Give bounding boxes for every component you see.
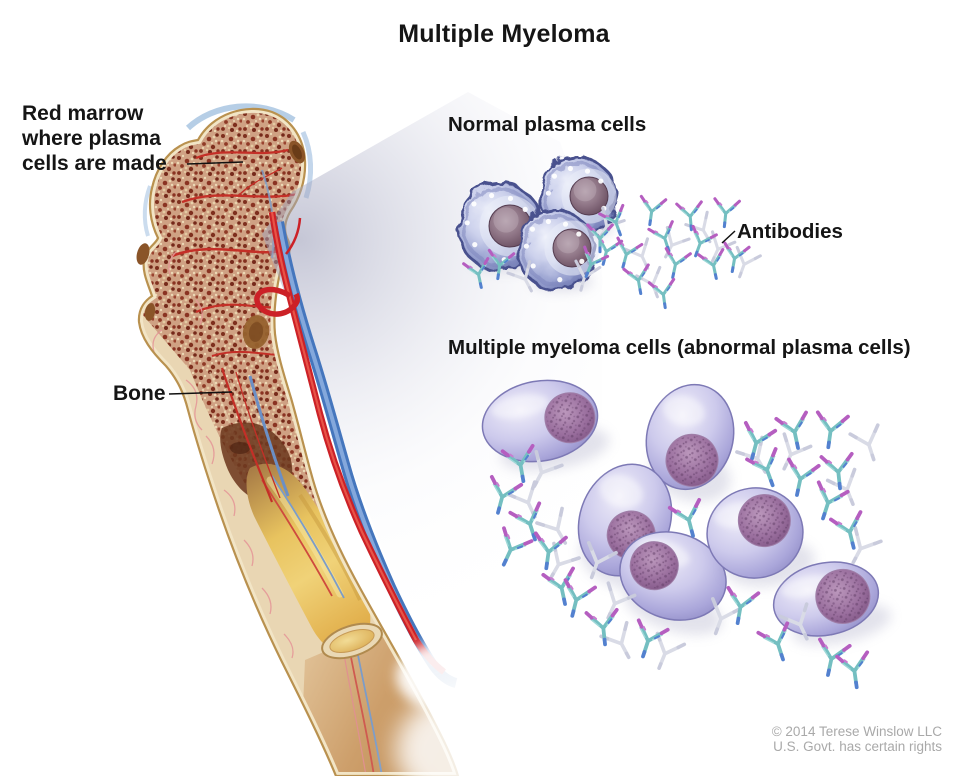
leader-lines: [168, 161, 736, 395]
antibody-icon: [835, 650, 874, 692]
antibody-icon: [636, 194, 668, 228]
antibody-icon: [710, 197, 741, 230]
antibody-icon: [829, 510, 871, 554]
antibody-icon: [675, 200, 706, 233]
bone-brown-patches: [136, 140, 306, 321]
credit-line2: U.S. Govt. has certain rights: [773, 739, 942, 754]
bone-cut-face: [321, 622, 383, 660]
red-marrow-label-line2: where plasma: [22, 127, 161, 150]
red-marrow-label-line3: cells are made: [22, 152, 167, 175]
yellow-marrow-region: [246, 463, 371, 653]
plasma-cell: [516, 208, 600, 292]
capillaries: [152, 251, 294, 659]
antibody-icon: [811, 637, 852, 681]
myeloma-cell: [619, 531, 727, 635]
antibody-icon: [848, 423, 890, 466]
antibody-icon: [811, 410, 850, 452]
antibodies-leader-line: [721, 230, 736, 244]
marrow-blood-vessels: [171, 148, 299, 503]
myeloma-cell: [772, 561, 892, 645]
normal-plasma-cells-group: [456, 155, 618, 292]
red-marrow-leader-line: [186, 161, 244, 165]
cell-nucleus: [552, 228, 592, 268]
myeloma-cell: [481, 379, 610, 471]
antibody-icon: [659, 247, 692, 282]
bone-leader-line: [168, 391, 233, 395]
antibody-icon: [599, 620, 644, 666]
cell-nucleus: [569, 176, 609, 216]
bone-label: Bone: [113, 382, 166, 405]
antibody-icon: [774, 410, 815, 454]
figure-title: Multiple Myeloma: [398, 20, 610, 48]
normal-cells-heading: Normal plasma cells: [448, 113, 647, 136]
antibody-icon: [825, 467, 869, 512]
myeloma-cell: [706, 487, 815, 587]
myeloma-cells-heading: Multiple myeloma cells (abnormal plasma …: [448, 336, 911, 359]
antibodies-label: Antibodies: [737, 220, 843, 243]
red-marrow-label-line1: Red marrow: [22, 102, 144, 125]
myeloma-cell: [645, 383, 735, 502]
copyright-credit: © 2014 Terese Winslow LLC U.S. Govt. has…: [772, 724, 942, 754]
artery: [254, 211, 446, 675]
credit-line1: © 2014 Terese Winslow LLC: [771, 724, 942, 739]
antibody-icon: [769, 432, 813, 477]
antibody-icon: [647, 220, 683, 257]
antibody-icon: [622, 263, 655, 298]
red-marrow-label: Red marrow where plasma cells are made: [22, 101, 167, 176]
antibody-icon: [697, 248, 730, 283]
myeloma-cells-group: [481, 379, 892, 645]
antibody-icon: [720, 586, 761, 628]
